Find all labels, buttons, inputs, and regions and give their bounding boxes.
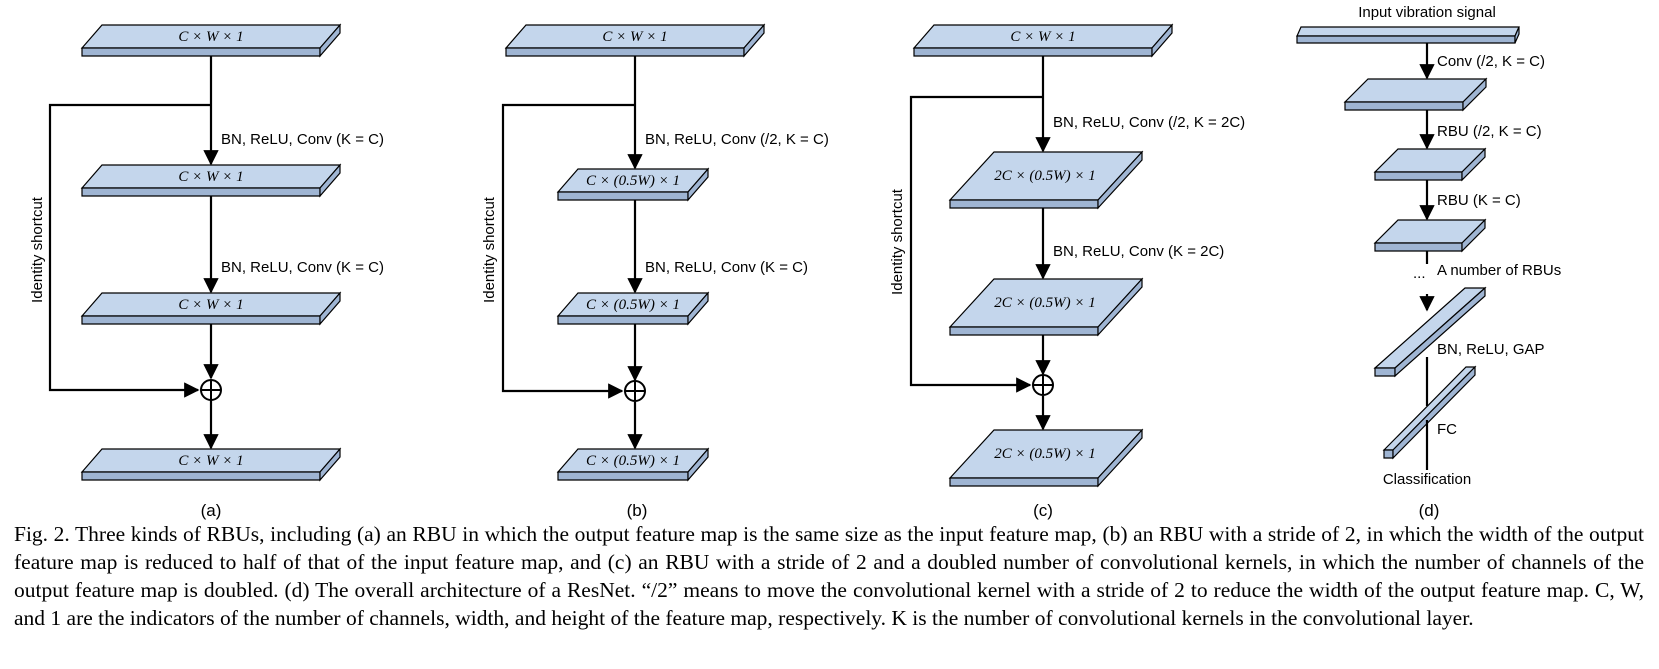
panel-c-label: (c)	[1033, 501, 1053, 520]
block-a-output-label: C × W × 1	[178, 453, 243, 469]
block-b-input: C × W × 1	[504, 23, 766, 58]
block-b-mid2: C × (0.5W) × 1	[556, 291, 710, 326]
panel-d-label: (d)	[1419, 501, 1440, 520]
op-b-1: BN, ReLU, Conv (/2, K = C)	[645, 131, 829, 148]
sum-a-icon	[200, 379, 222, 401]
op-b-2: BN, ReLU, Conv (K = C)	[645, 259, 808, 276]
block-b-mid2-label: C × (0.5W) × 1	[586, 297, 680, 313]
block-c-mid1-label: 2C × (0.5W) × 1	[994, 168, 1095, 184]
op-a-1: BN, ReLU, Conv (K = C)	[221, 131, 384, 148]
block-a-output: C × W × 1	[80, 447, 342, 482]
shortcut-b-label: Identity shortcut	[481, 196, 498, 303]
panel-c: C × W × 1 2C × (0.5W) × 1 2C × (0.5W) × …	[889, 23, 1245, 520]
block-c-output: 2C × (0.5W) × 1	[948, 428, 1144, 488]
classification-label: Classification	[1383, 471, 1471, 488]
block-c-mid1: 2C × (0.5W) × 1	[948, 150, 1144, 210]
op-c-1: BN, ReLU, Conv (/2, K = 2C)	[1053, 114, 1245, 131]
block-c-output-label: 2C × (0.5W) × 1	[994, 446, 1095, 462]
block-a-input-label: C × W × 1	[178, 29, 243, 45]
block-c-input-label: C × W × 1	[1010, 29, 1075, 45]
block-d-gap	[1382, 365, 1477, 460]
block-a-mid2: C × W × 1	[80, 291, 342, 326]
sum-b-icon	[624, 380, 646, 402]
panel-a: C × W × 1 C × W × 1 C × W × 1 C × W × 1	[29, 23, 384, 520]
op-d-1: Conv (/2, K = C)	[1437, 53, 1545, 70]
block-c-mid2-label: 2C × (0.5W) × 1	[994, 295, 1095, 311]
block-b-output: C × (0.5W) × 1	[556, 447, 710, 482]
block-a-mid1-label: C × W × 1	[178, 169, 243, 185]
block-d-deep	[1373, 286, 1487, 378]
block-d-rbu1	[1373, 147, 1487, 182]
op-d-3: RBU (K = C)	[1437, 192, 1521, 209]
input-signal-label: Input vibration signal	[1358, 4, 1496, 21]
block-c-mid2: 2C × (0.5W) × 1	[948, 277, 1144, 337]
block-b-input-label: C × W × 1	[602, 29, 667, 45]
shortcut-a	[48, 103, 211, 398]
shortcut-c	[909, 95, 1043, 393]
figure-caption: Fig. 2. Three kinds of RBUs, including (…	[14, 522, 1644, 630]
block-a-input: C × W × 1	[80, 23, 342, 58]
sum-c-icon	[1032, 374, 1054, 396]
block-c-input: C × W × 1	[912, 23, 1174, 58]
block-d-rbu2	[1373, 218, 1487, 253]
ellipsis-d: ...	[1413, 265, 1426, 282]
shortcut-a-label: Identity shortcut	[29, 196, 46, 303]
op-d-6: FC	[1437, 421, 1457, 438]
block-b-mid1-label: C × (0.5W) × 1	[586, 173, 680, 189]
op-d-5: BN, ReLU, GAP	[1437, 341, 1545, 358]
block-a-mid1: C × W × 1	[80, 163, 342, 198]
op-a-2: BN, ReLU, Conv (K = C)	[221, 259, 384, 276]
rbu-architecture-diagram: C × W × 1 C × W × 1 C × W × 1 C × W × 1	[29, 4, 1561, 520]
panel-b: C × W × 1 C × (0.5W) × 1 C × (0.5W) × 1 …	[481, 23, 829, 520]
block-b-mid1: C × (0.5W) × 1	[556, 167, 710, 202]
block-b-output-label: C × (0.5W) × 1	[586, 453, 680, 469]
block-a-mid2-label: C × W × 1	[178, 297, 243, 313]
shortcut-b	[501, 103, 635, 399]
op-d-2: RBU (/2, K = C)	[1437, 123, 1542, 140]
block-d-input	[1296, 26, 1520, 44]
op-d-4: A number of RBUs	[1437, 262, 1561, 279]
op-c-2: BN, ReLU, Conv (K = 2C)	[1053, 243, 1224, 260]
block-d-conv	[1343, 77, 1488, 112]
panel-b-label: (b)	[627, 501, 648, 520]
shortcut-c-label: Identity shortcut	[889, 188, 906, 295]
panel-a-label: (a)	[201, 501, 222, 520]
panel-d: Input vibration signal	[1296, 4, 1561, 520]
